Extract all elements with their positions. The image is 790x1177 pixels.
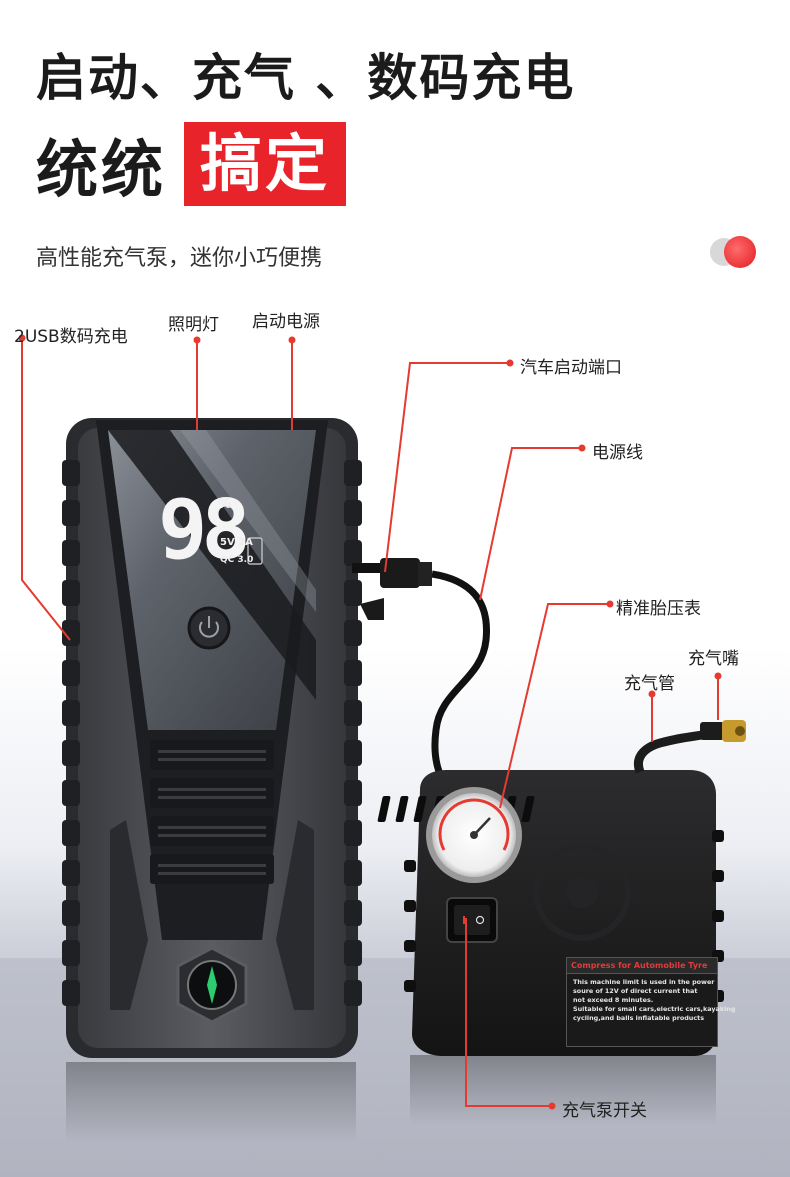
decor-dots bbox=[710, 236, 756, 268]
leader-dots bbox=[18, 334, 722, 1110]
switch-off-icon bbox=[475, 915, 485, 925]
battery-percent: 98 bbox=[158, 483, 251, 578]
sticker-line: This machine limit is used in the power bbox=[573, 978, 715, 986]
compass-needle-icon bbox=[207, 966, 217, 1004]
leader-gauge bbox=[499, 603, 610, 809]
sticker-line: Suitable for small cars,electric cars,ka… bbox=[573, 1005, 736, 1013]
label-nozzle: 充气嘴 bbox=[688, 649, 739, 669]
leader-lines bbox=[21, 338, 719, 1107]
inflation-nozzle-icon bbox=[722, 720, 746, 742]
pump-reflection bbox=[410, 1055, 716, 1125]
label-light: 照明灯 bbox=[168, 315, 219, 335]
sticker-line: soure of 12V of direct current that bbox=[573, 987, 698, 995]
sticker-line: not exceed 8 minutes. bbox=[573, 996, 654, 1004]
label-usb: 2USB数码充电 bbox=[14, 327, 128, 347]
lower-ridge-right bbox=[276, 820, 314, 1010]
sticker-title: Compress for Automobile Tyre bbox=[567, 958, 717, 974]
sticker-line: cycling,and balls inflatable products bbox=[573, 1014, 705, 1022]
power-bank-reflection bbox=[66, 1062, 356, 1142]
leader-power-cord bbox=[479, 447, 582, 601]
car-port-cable bbox=[352, 558, 490, 793]
label-car-port: 汽车启动端口 bbox=[520, 358, 622, 378]
pump-switch-rocker[interactable] bbox=[454, 905, 490, 935]
headline-line2-prefix: 统统 bbox=[36, 133, 167, 206]
sticker-body: This machine limit is used in the power … bbox=[567, 974, 736, 1027]
hose-assembly bbox=[634, 720, 746, 774]
leader-switch bbox=[465, 918, 552, 1107]
car-port-plug bbox=[380, 558, 420, 588]
red-dot-icon bbox=[724, 236, 756, 268]
power-icon bbox=[199, 621, 219, 638]
qc-spec: QC 3.0 bbox=[220, 555, 254, 565]
vent-grille bbox=[150, 740, 274, 884]
headline-line1: 启动、充气 、数码充电 bbox=[36, 49, 576, 107]
usb-icon bbox=[247, 537, 263, 565]
label-gauge: 精准胎压表 bbox=[616, 599, 701, 619]
jump-starter bbox=[62, 418, 362, 1058]
pump-sticker: Compress for Automobile Tyre This machin… bbox=[566, 957, 736, 1047]
label-power-source: 启动电源 bbox=[252, 312, 320, 332]
car-port-clip bbox=[360, 598, 384, 620]
lower-ridge-left bbox=[110, 820, 148, 1010]
screen-diagonal-band bbox=[108, 430, 316, 700]
output-spec: 5V 2A bbox=[220, 537, 253, 548]
label-switch: 充气泵开关 bbox=[562, 1101, 647, 1121]
pump-fan-emblem bbox=[533, 843, 631, 941]
label-power-cord: 电源线 bbox=[592, 443, 643, 463]
headline-line2: 统统 搞定 bbox=[36, 122, 347, 206]
percent-sign: % bbox=[218, 497, 232, 512]
leader-usb bbox=[21, 338, 71, 641]
power-cord-wire bbox=[431, 570, 490, 793]
leader-car-port bbox=[384, 362, 510, 573]
screen-glare bbox=[180, 430, 316, 612]
side-grips bbox=[62, 460, 362, 1006]
subtitle: 高性能充气泵，迷你小巧便携 bbox=[36, 246, 323, 271]
headline-highlight: 搞定 bbox=[184, 122, 347, 206]
lcd-screen bbox=[108, 430, 316, 730]
label-hose: 充气管 bbox=[624, 674, 675, 694]
